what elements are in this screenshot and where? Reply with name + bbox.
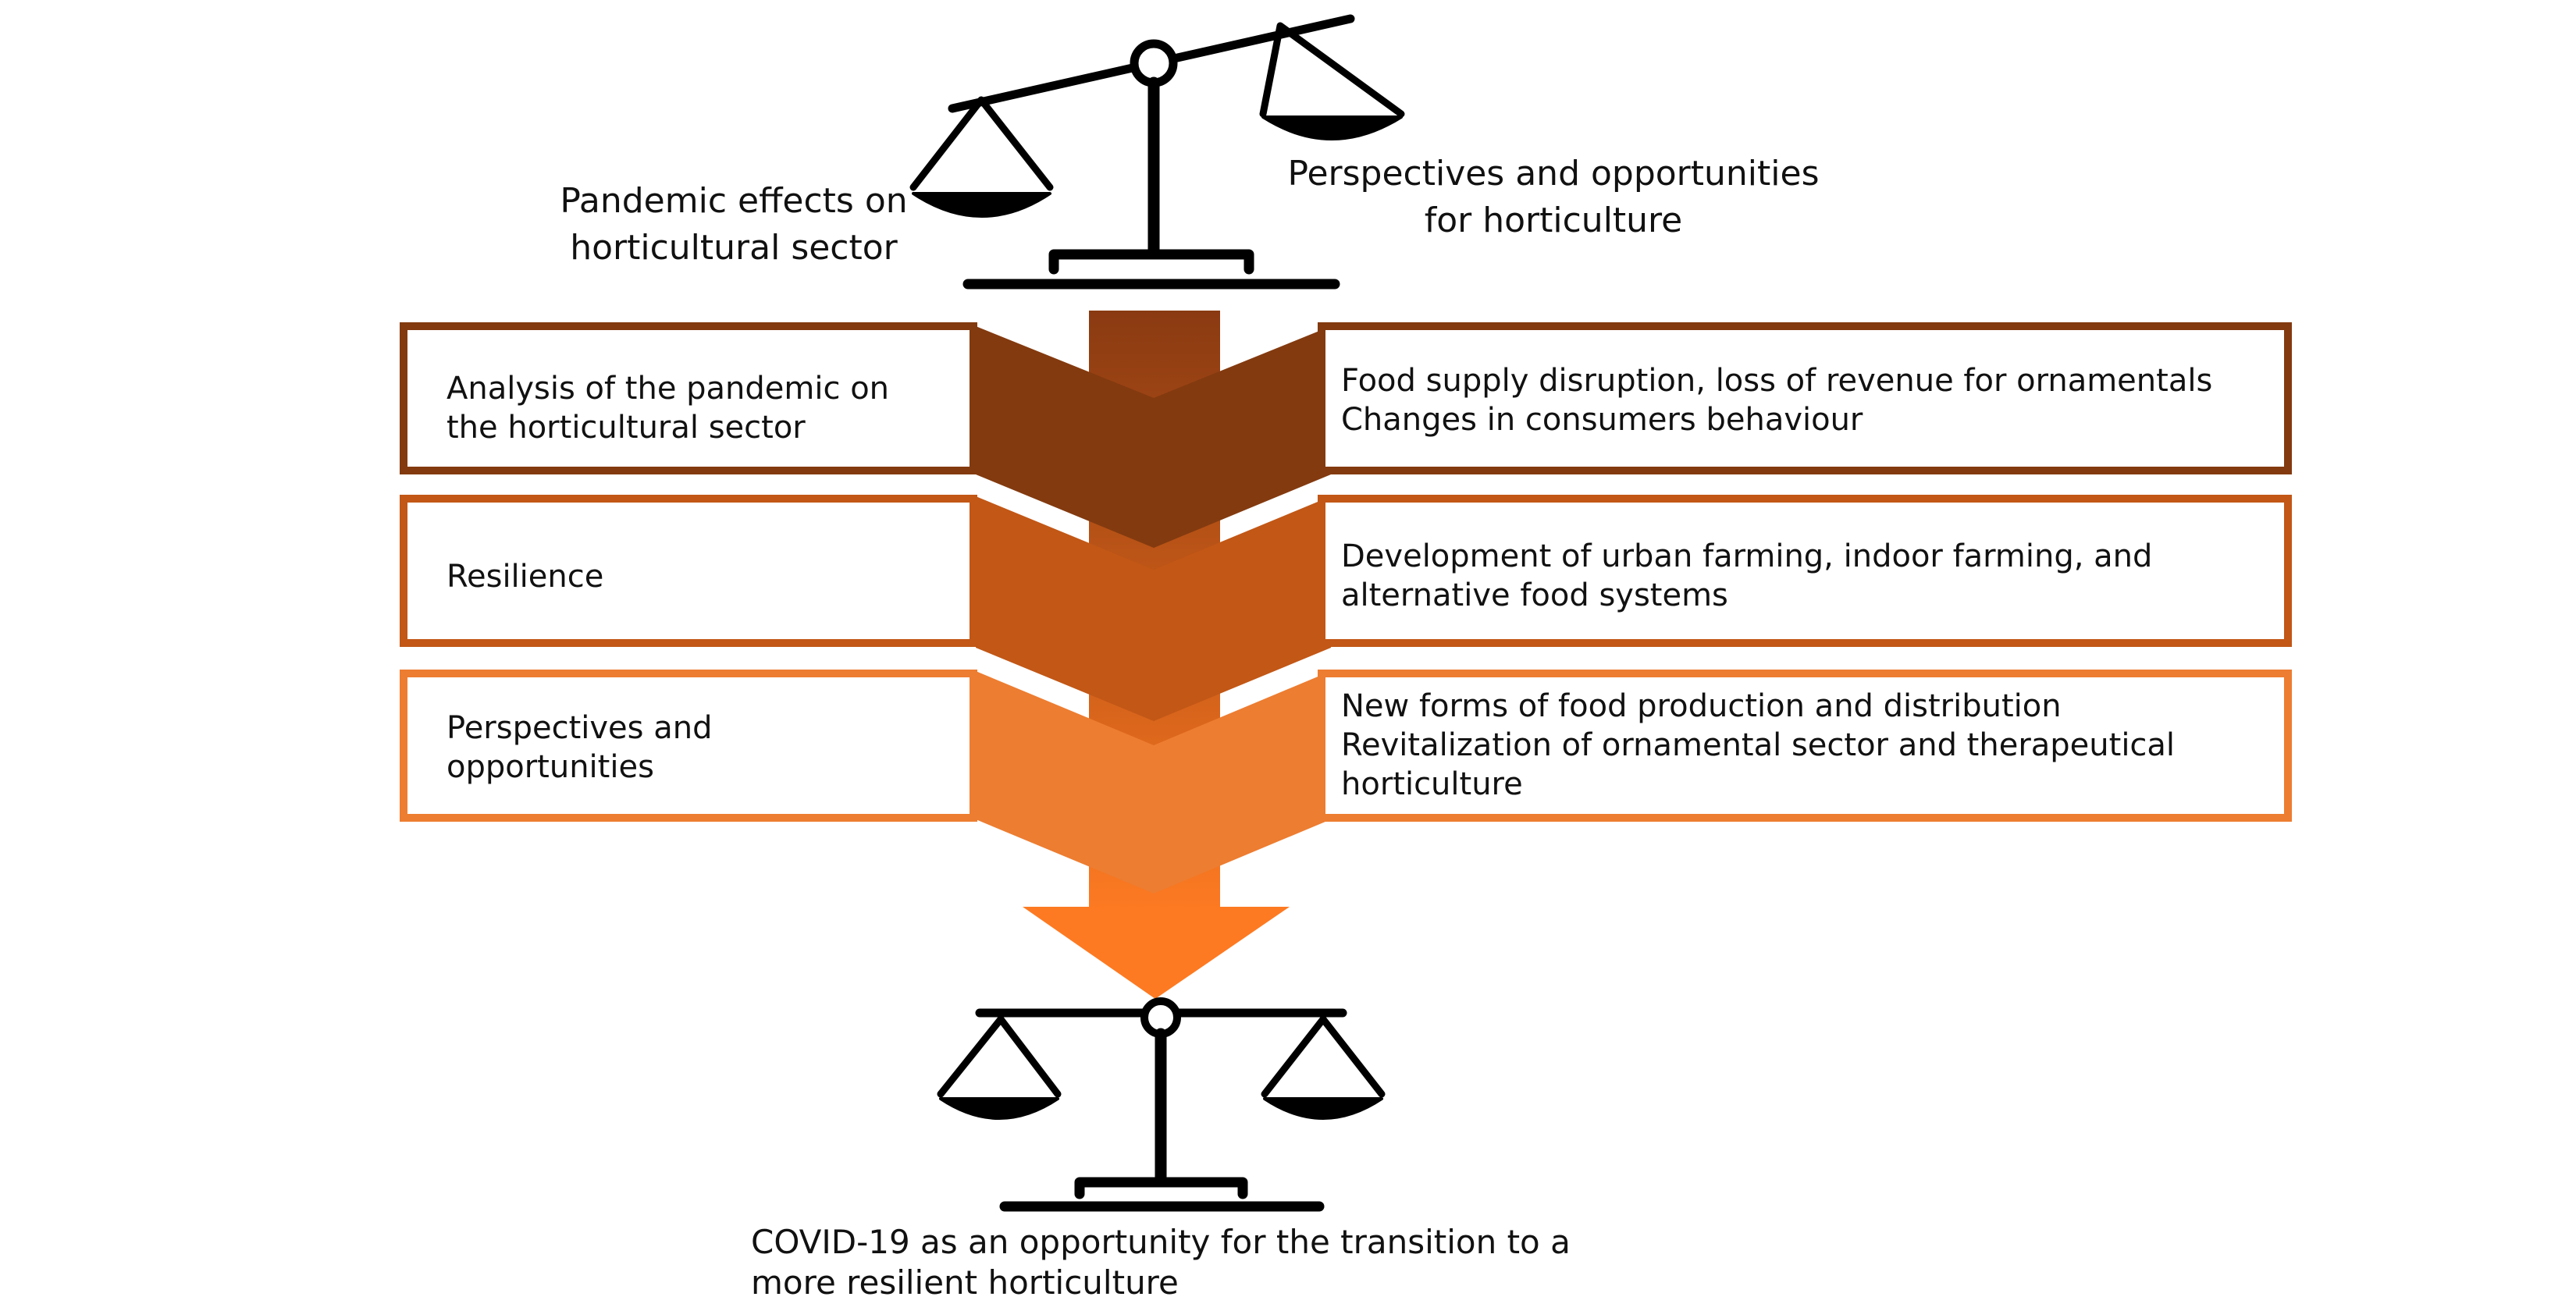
bottom-label-line: more resilient horticulture — [751, 1263, 1179, 1302]
row-3-right-text: horticulture — [1341, 766, 1523, 802]
row-1-left-text: Analysis of the pandemic on — [447, 371, 890, 407]
row-3-left-text: opportunities — [447, 749, 654, 785]
row-3-left-box: Perspectives and opportunities — [400, 670, 977, 822]
row-1-right-box: Food supply disruption, loss of revenue … — [1318, 322, 2292, 474]
row-1-right-text: Food supply disruption, loss of revenue … — [1341, 363, 2213, 399]
left-pan-label-line: horticultural sector — [570, 228, 898, 268]
row-3-right-box: New forms of food production and distrib… — [1318, 670, 2292, 822]
row-1-left-text: the horticultural sector — [447, 410, 806, 446]
top-scale-icon — [909, 14, 1405, 290]
right-pan-label: Perspectives and opportunities for horti… — [1241, 151, 1866, 244]
row-2-right-box: Development of urban farming, indoor far… — [1318, 495, 2292, 647]
bottom-scale-icon — [937, 997, 1386, 1212]
chevron-row-3 — [976, 671, 1331, 894]
right-pan-label-line: Perspectives and opportunities — [1287, 154, 1820, 194]
chevron-row-1 — [976, 326, 1331, 548]
chevron-row-2 — [976, 496, 1331, 721]
row-3-left-text: Perspectives and — [447, 710, 713, 746]
down-arrow-head — [1023, 907, 1290, 999]
row-3-right-text: Revitalization of ornamental sector and … — [1341, 727, 2176, 763]
bottom-label-line: COVID-19 as an opportunity for the trans… — [751, 1223, 1571, 1261]
row-2-left-text: Resilience — [447, 559, 604, 595]
row-1-right-text: Changes in consumers behaviour — [1341, 402, 1863, 438]
row-1-left-box: Analysis of the pandemic on the horticul… — [400, 322, 977, 474]
row-3-right-text: New forms of food production and distrib… — [1341, 688, 2062, 724]
bottom-conclusion-label: COVID-19 as an opportunity for the trans… — [751, 1222, 1571, 1303]
left-pan-label-line: Pandemic effects on — [560, 181, 908, 221]
row-2-left-box: Resilience — [400, 495, 977, 647]
right-pan-label-line: for horticulture — [1424, 201, 1683, 240]
left-pan-label: Pandemic effects on horticultural sector — [500, 178, 968, 272]
row-2-right-text: Development of urban farming, indoor far… — [1341, 538, 2153, 574]
row-2-right-text: alternative food systems — [1341, 577, 1728, 613]
